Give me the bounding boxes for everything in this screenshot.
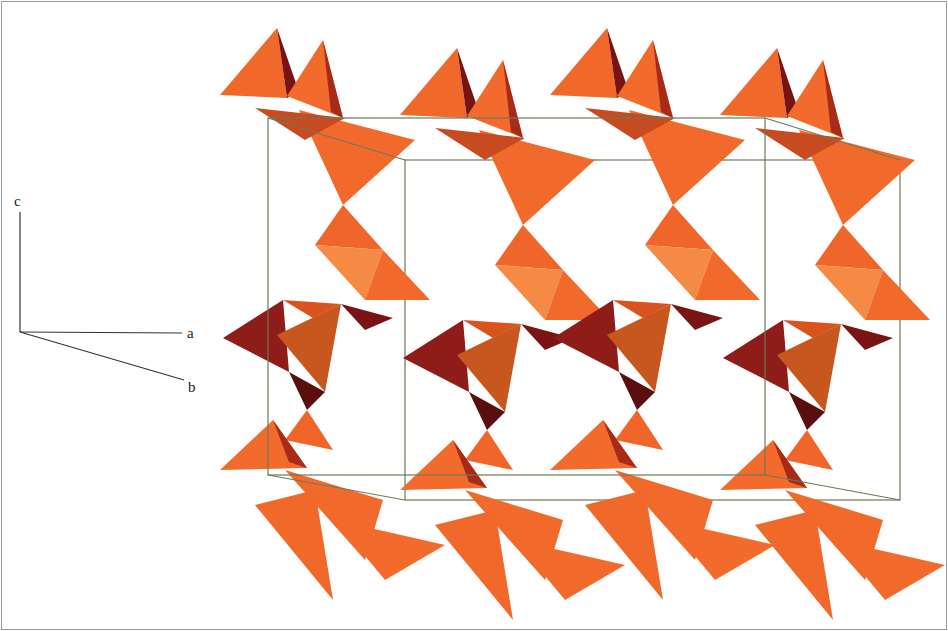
tetrahedra	[720, 48, 945, 620]
unit-cell	[268, 118, 900, 500]
axis-lines	[20, 212, 184, 380]
axis-label: a	[187, 326, 194, 341]
axis-label: c	[14, 194, 21, 209]
axis-label: b	[188, 380, 196, 395]
